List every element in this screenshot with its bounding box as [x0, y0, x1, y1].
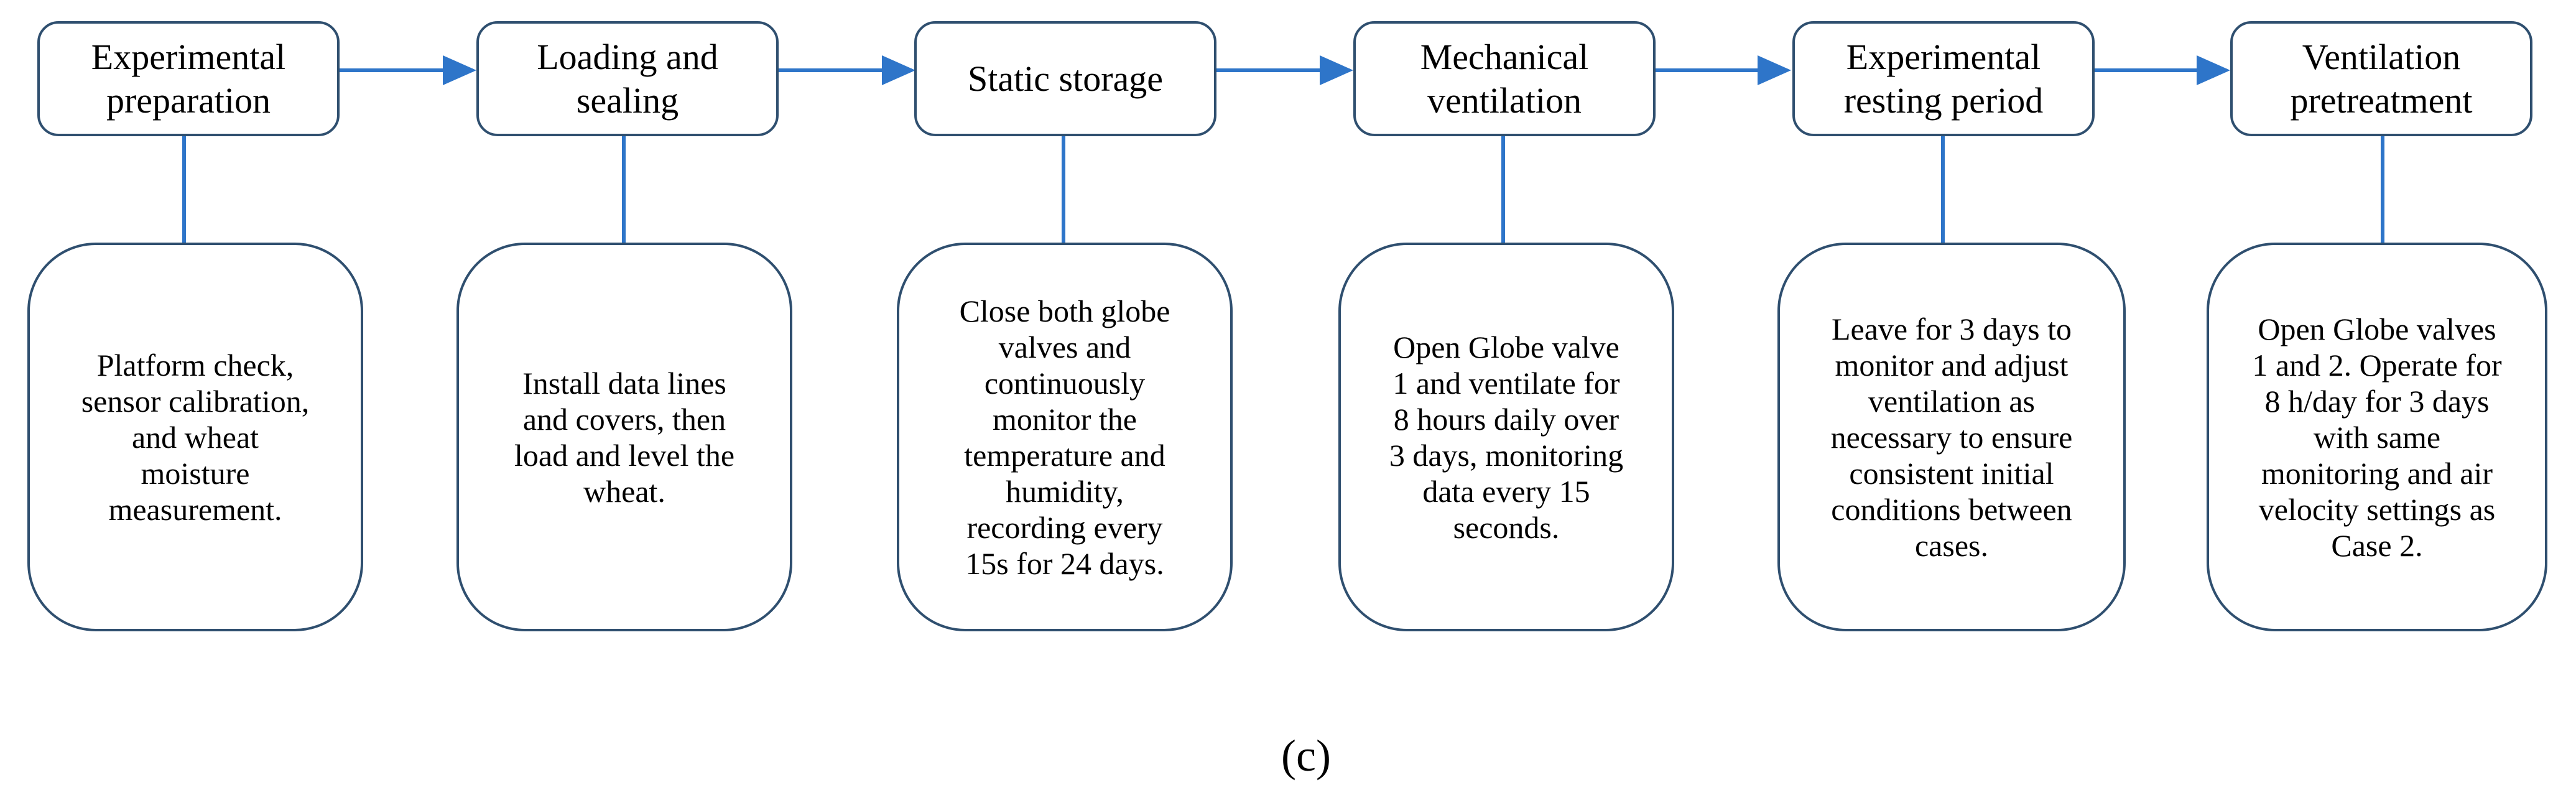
detail-box-mechanical-ventilation: Open Globe valve 1 and ventilate for 8 h… [1338, 243, 1674, 631]
step-title: Experimental preparation [91, 36, 286, 121]
detail-box-static-storage: Close both globe valves and continuously… [897, 243, 1233, 631]
step-detail: Leave for 3 days to monitor and adjust v… [1830, 311, 2073, 563]
detail-box-ventilation-pretreatment: Open Globe valves 1 and 2. Operate for 8… [2207, 243, 2547, 631]
step-detail: Close both globe valves and continuously… [959, 293, 1170, 581]
detail-box-loading-and-sealing: Install data lines and covers, then load… [456, 243, 792, 631]
step-detail: Open Globe valves 1 and 2. Operate for 8… [2252, 311, 2502, 563]
step-title: Experimental resting period [1843, 36, 2044, 121]
step-box-ventilation-pretreatment: Ventilation pretreatment [2230, 21, 2532, 136]
step-title: Loading and sealing [537, 36, 718, 121]
step-box-experimental-resting-period: Experimental resting period [1792, 21, 2095, 136]
step-detail: Open Globe valve 1 and ventilate for 8 h… [1389, 329, 1624, 545]
step-box-experimental-preparation: Experimental preparation [37, 21, 340, 136]
detail-box-experimental-resting-period: Leave for 3 days to monitor and adjust v… [1777, 243, 2126, 631]
step-box-static-storage: Static storage [914, 21, 1216, 136]
step-title: Static storage [967, 58, 1164, 99]
step-detail: Platform check, sensor calibration, and … [81, 347, 310, 527]
step-title: Mechanical ventilation [1420, 36, 1589, 121]
step-title: Ventilation pretreatment [2290, 36, 2473, 121]
step-box-mechanical-ventilation: Mechanical ventilation [1353, 21, 1656, 136]
detail-box-experimental-preparation: Platform check, sensor calibration, and … [27, 243, 363, 631]
step-box-loading-and-sealing: Loading and sealing [476, 21, 779, 136]
figure-caption: (c) [1281, 731, 1331, 781]
step-detail: Install data lines and covers, then load… [514, 365, 735, 509]
